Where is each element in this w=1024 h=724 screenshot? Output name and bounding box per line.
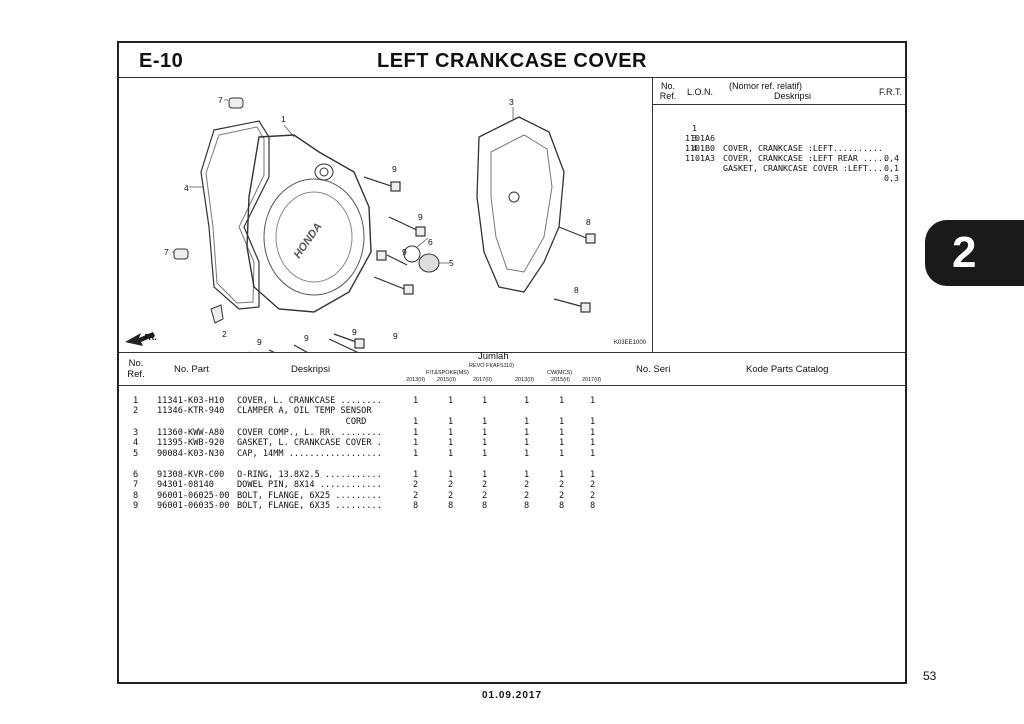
parts-header-catalog: Kode Parts Catalog bbox=[746, 364, 829, 375]
table-row: 2 11346-KTR-940 CLAMPER A, OIL TEMP SENS… bbox=[133, 406, 372, 416]
callout-label: 9 bbox=[392, 164, 397, 174]
table-row: 4 11395-KWB-920 GASKET, L. CRANKCASE COV… bbox=[133, 438, 596, 448]
callout-label: 8 bbox=[586, 217, 591, 227]
footer-date: 01.09.2017 bbox=[481, 690, 543, 701]
callout-label: 2 bbox=[222, 329, 227, 339]
section-tab-label: 2 bbox=[952, 228, 977, 277]
svg-text:FR.: FR. bbox=[144, 333, 157, 342]
o-ring bbox=[403, 245, 421, 263]
parts-header-desc: Deskripsi bbox=[291, 364, 331, 375]
table-row: 6 91308-KVR-C00 O-RING, 13.8X2.5 .......… bbox=[133, 470, 596, 480]
title-divider bbox=[119, 77, 905, 78]
crankcase-cover-outline bbox=[246, 134, 372, 313]
section-code: E-10 bbox=[139, 50, 184, 72]
lon-header-divider bbox=[652, 104, 905, 105]
year-label: 2017(II) bbox=[582, 377, 601, 383]
lon-header-desc: Deskripsi bbox=[774, 91, 812, 101]
brand-text: HONDA bbox=[292, 221, 325, 261]
page-title: LEFT CRANKCASE COVER bbox=[376, 50, 647, 72]
lon-row: 4 1101A3 GASKET, CRANKCASE COVER :LEFT..… bbox=[685, 143, 899, 183]
callout-label: 7 bbox=[164, 247, 169, 257]
rear-cover-outline bbox=[476, 116, 565, 293]
year-label: 2015(II) bbox=[437, 377, 456, 383]
parts-header-serial: No. Seri bbox=[636, 364, 671, 375]
parts-table-top-border bbox=[119, 352, 905, 353]
lon-row: 1 1101A6 COVER, CRANKCASE :LEFT.........… bbox=[685, 123, 899, 163]
year-label: 2013(II) bbox=[406, 377, 425, 383]
callout-label: 9 bbox=[352, 327, 357, 337]
callout-label: 7 bbox=[218, 95, 223, 105]
parts-header-group-fit: FIT&SPOKE(MS) bbox=[426, 370, 469, 376]
table-row: 7 94301-08140 DOWEL PIN, 8X14 ..........… bbox=[133, 480, 596, 490]
callout-label: 9 bbox=[393, 331, 398, 341]
parts-header-qty: Jumlah bbox=[478, 351, 509, 362]
parts-header-part-no: No. Part bbox=[174, 364, 209, 375]
page-number: 53 bbox=[923, 669, 937, 683]
year-label: 2017(II) bbox=[473, 377, 492, 383]
callout-label: 9 bbox=[402, 247, 407, 257]
diagram-reference: K03EE1000 bbox=[613, 340, 646, 346]
gasket-outline bbox=[200, 120, 270, 310]
parts-header-divider bbox=[119, 385, 905, 386]
callout-label: 1 bbox=[281, 114, 286, 124]
callout-label: 5 bbox=[449, 258, 454, 268]
callout-label: 9 bbox=[304, 333, 309, 343]
parts-illustration: HONDA FR. 7 1 4 7 2 9 9 9 9 9 9 9 6 bbox=[125, 95, 596, 364]
table-row: 3 11360-KWW-A80 COVER COMP., L. RR. ....… bbox=[133, 428, 596, 438]
page-frame: E-10 LEFT CRANKCASE COVER bbox=[117, 41, 907, 684]
table-row: 8 96001-06025-00 BOLT, FLANGE, 6X25 ....… bbox=[133, 491, 596, 501]
lon-header-lon: L.O.N. bbox=[687, 87, 714, 97]
callout-label: 6 bbox=[428, 237, 433, 247]
table-row: 9 96001-06035-00 BOLT, FLANGE, 6X35 ....… bbox=[133, 501, 596, 511]
table-row: 5 90084-K03-N30 CAP, 14MM ..............… bbox=[133, 449, 596, 459]
lon-header-no-ref: No. Ref. bbox=[659, 81, 677, 101]
section-tab: 2 bbox=[925, 220, 1024, 286]
table-row: 1 11341-K03-H10 COVER, L. CRANKCASE ....… bbox=[133, 396, 596, 406]
lon-header-frt: F.R.T. bbox=[879, 87, 903, 97]
diagram-divider bbox=[652, 77, 653, 352]
callout-label: 8 bbox=[574, 285, 579, 295]
lon-header-desc-top: (Nomor ref. relatif) bbox=[729, 81, 803, 91]
lon-row: 3 1101B0 COVER, CRANKCASE :LEFT REAR ...… bbox=[685, 133, 899, 173]
front-arrow-icon: FR. bbox=[125, 332, 157, 346]
callout-label: 9 bbox=[418, 212, 423, 222]
callout-label: 9 bbox=[257, 337, 262, 347]
callout-label: 3 bbox=[509, 97, 514, 107]
parts-header-no-ref: No. Ref. bbox=[127, 358, 145, 380]
parts-header-variant: REVO FI(AFS110) bbox=[469, 363, 515, 369]
table-row: CORD 1 1 1 1 1 1 bbox=[237, 417, 596, 427]
year-label: 2015(II) bbox=[551, 377, 570, 383]
parts-header-group-cw: CW(MCS) bbox=[547, 370, 573, 376]
cap bbox=[418, 253, 440, 273]
exploded-diagram: HONDA FR. 7 1 4 7 2 9 9 9 9 9 9 9 6 bbox=[119, 77, 652, 364]
callout-label: 4 bbox=[184, 183, 189, 193]
year-label: 2013(II) bbox=[515, 377, 534, 383]
